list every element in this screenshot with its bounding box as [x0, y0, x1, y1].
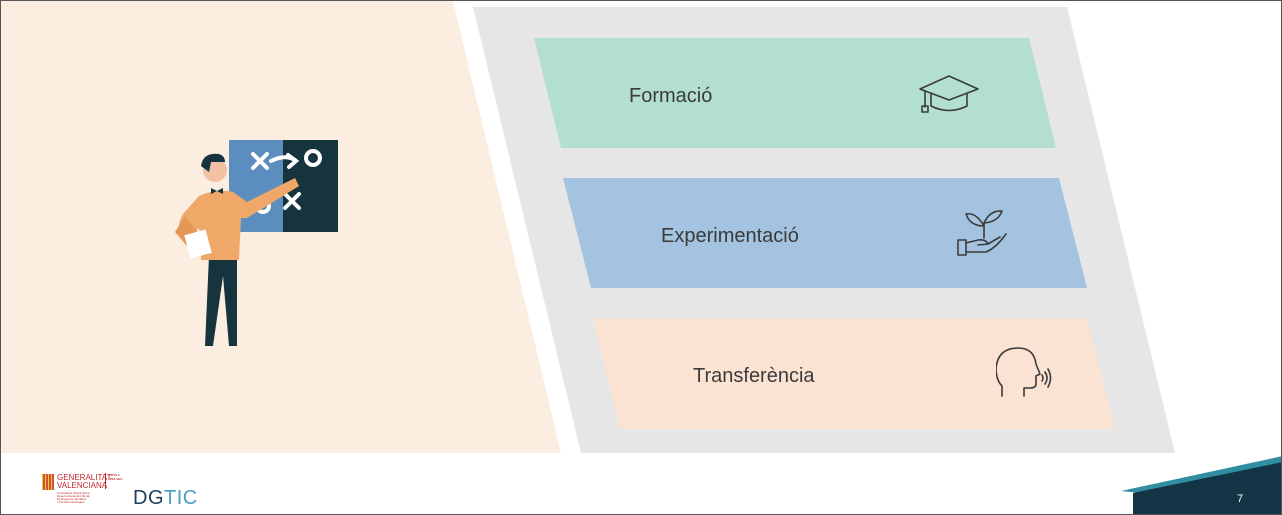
- corner-teal-stripe: [1121, 456, 1281, 493]
- band-label-experimentacio: Experimentació: [661, 225, 799, 247]
- logo-badge: TOTS A UNA VEU: [109, 473, 123, 481]
- graduation-cap-icon: [919, 75, 979, 113]
- speaking-head-icon: [996, 347, 1052, 397]
- logo-sub1: Conselleria d'Agricultura,: [57, 491, 91, 495]
- hand-plant-icon: [957, 210, 1007, 256]
- generalitat-emblem-icon: [42, 474, 54, 490]
- band-experimentacio: [563, 178, 1087, 288]
- teacher-illustration: [175, 140, 338, 346]
- background-panels: [1, 1, 1175, 453]
- teacher-body: [178, 178, 299, 260]
- logo-sub3: Emergència Climàtica: [57, 497, 87, 501]
- dgtic-dg: DG: [133, 487, 164, 509]
- corner-dark: [1133, 462, 1281, 514]
- logo-sub2: Desenvolupament Rural,: [57, 494, 91, 498]
- page-number: 7: [1237, 493, 1244, 505]
- logo-sub4: i Transició Ecològica: [57, 500, 85, 504]
- teacher-bowtie: [211, 188, 223, 194]
- band-formacio: [534, 38, 1056, 148]
- band-label-transferencia: Transferència: [693, 365, 815, 387]
- generalitat-logo: GENERALITAT VALENCIANA TOTS A UNA VEU Co…: [41, 471, 122, 505]
- logo-divider: [105, 473, 106, 489]
- dgtic-tic: TIC: [164, 487, 198, 509]
- band-label-formacio: Formació: [629, 85, 713, 107]
- teacher-legs: [205, 256, 237, 346]
- dgtic-brand: DGTIC: [133, 487, 198, 510]
- band-transferencia: [593, 319, 1115, 429]
- logo-line2: VALENCIANA: [57, 481, 108, 490]
- teacher-hair: [201, 153, 225, 172]
- teacher-paper: [184, 229, 212, 259]
- logo-line1: GENERALITAT: [57, 473, 112, 482]
